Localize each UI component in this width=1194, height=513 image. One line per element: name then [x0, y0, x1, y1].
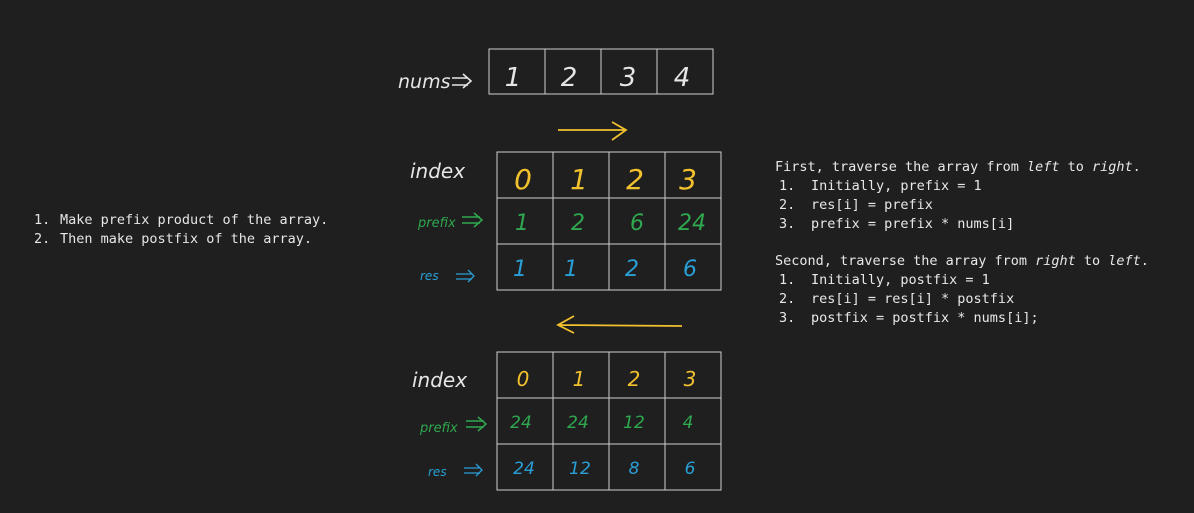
- left-notes: 1.Make prefix product of the array. 2.Th…: [34, 211, 328, 249]
- prefix-arrow-icon: [462, 212, 484, 228]
- backward-step-3: 3.postfix = postfix * nums[i];: [779, 310, 1039, 326]
- table2-index-cell: 3: [684, 367, 697, 391]
- forward-pass-steps: 1.Initially, prefix = 1 2.res[i] = prefi…: [775, 177, 1141, 234]
- left-note-2: 2.Then make postfix of the array.: [34, 231, 312, 247]
- table1-prefix-cell: 1: [515, 211, 529, 236]
- forward-step-1: 1.Initially, prefix = 1: [779, 178, 982, 194]
- forward-step-3: 3.prefix = prefix * nums[i]: [779, 216, 1015, 232]
- table1-prefix-cell: 6: [630, 211, 644, 236]
- table2-index-cell: 0: [517, 367, 530, 391]
- table1-index-cell: 1: [570, 163, 588, 196]
- table2-prefix-cell: 24: [510, 413, 532, 433]
- table2-prefix-cell: 24: [567, 413, 589, 433]
- table2-prefix-cell: 12: [623, 413, 645, 433]
- forward-pass-heading: First, traverse the array from left to r…: [775, 159, 1141, 175]
- forward-step-2: 2.res[i] = prefix: [779, 197, 933, 213]
- table1-index-cell: 0: [514, 163, 532, 196]
- table2-res-label: res: [428, 465, 447, 479]
- table2-prefix-label: prefix: [419, 421, 458, 436]
- res-arrow-icon: [464, 463, 483, 477]
- table1-prefix-label: prefix: [417, 216, 456, 231]
- backward-step-2: 2.res[i] = res[i] * postfix: [779, 291, 1015, 307]
- table2-index-cell: 2: [628, 367, 641, 391]
- table2-res-cell: 8: [629, 459, 640, 479]
- nums-label: nums: [398, 71, 451, 93]
- nums-cell: 4: [674, 63, 691, 93]
- table2-res-cell: 12: [569, 459, 591, 479]
- table2-res-cell: 24: [513, 459, 535, 479]
- table2-res-cell: 6: [685, 459, 696, 479]
- nums-cell: 1: [505, 63, 522, 93]
- table1-prefix-cell: 2: [571, 211, 585, 236]
- table2-index-label: index: [412, 368, 467, 392]
- backward-pass-heading: Second, traverse the array from right to…: [775, 253, 1149, 269]
- table2-index-cell: 1: [573, 367, 586, 391]
- left-note-1: 1.Make prefix product of the array.: [34, 212, 329, 228]
- table2-prefix-cell: 4: [683, 413, 694, 433]
- nums-cell: 2: [561, 63, 578, 93]
- left-arrow-icon: [556, 315, 683, 334]
- backward-pass-notes: Second, traverse the array from right to…: [775, 252, 1149, 328]
- table1-index-cell: 2: [626, 163, 644, 196]
- table1-prefix-cell: 24: [678, 211, 706, 236]
- forward-pass-notes: First, traverse the array from left to r…: [775, 158, 1141, 234]
- nums-cell: 3: [620, 63, 637, 93]
- table1-res-cell: 1: [564, 257, 578, 282]
- table1-res-cell: 6: [683, 257, 697, 282]
- prefix-arrow-icon: [466, 416, 488, 432]
- table1-res-cell: 1: [513, 257, 527, 282]
- res-arrow-icon: [456, 269, 475, 283]
- backward-pass-steps: 1.Initially, postfix = 1 2.res[i] = res[…: [775, 271, 1149, 328]
- nums-arrow-icon: [452, 73, 473, 89]
- nums-row: nums 1 2 3 4: [398, 48, 714, 95]
- prefix-table: index prefix res 0 1 2 3 1 2 6 24 1 1 2 …: [410, 151, 722, 291]
- backward-step-1: 1.Initially, postfix = 1: [779, 272, 990, 288]
- postfix-table: index prefix res 0 1 2 3 24 24 12 4 24 1…: [412, 351, 722, 491]
- right-arrow-icon: [558, 121, 628, 141]
- table1-index-label: index: [410, 159, 465, 183]
- table1-index-cell: 3: [679, 163, 697, 196]
- table1-res-cell: 2: [625, 257, 639, 282]
- table1-res-label: res: [420, 269, 439, 283]
